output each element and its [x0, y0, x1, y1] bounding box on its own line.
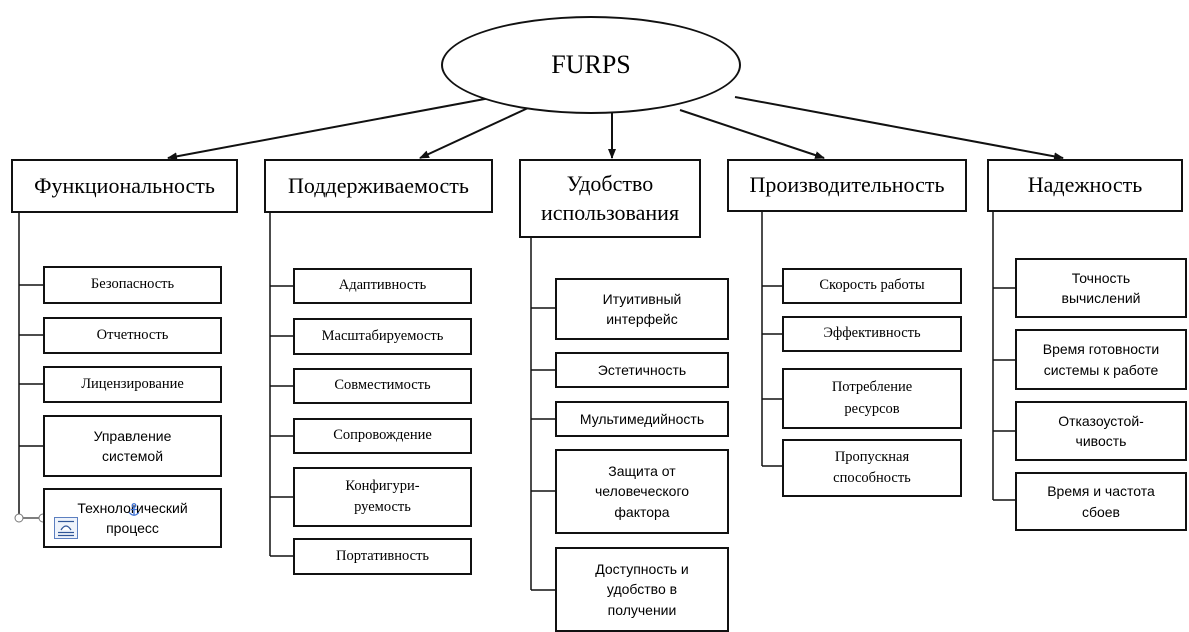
item-efficiency: Эффективность [782, 316, 962, 352]
category-supportability: Поддерживаемость [264, 159, 493, 213]
item-accuracy: Точность вычислений [1015, 258, 1187, 318]
category-functionality: Функциональность [11, 159, 238, 213]
root-label: FURPS [551, 50, 631, 80]
item-licensing: Лицензирование [43, 366, 222, 403]
layout-options-icon[interactable] [54, 517, 78, 539]
category-label: Функциональность [34, 172, 215, 198]
category-performance: Производительность [727, 159, 967, 212]
category-reliability: Надежность [987, 159, 1183, 212]
item-human-factor-protection: Защита от человеческого фактора [555, 449, 729, 534]
category-label: Надежность [1027, 172, 1143, 198]
arrow-reliability [734, 96, 1064, 161]
item-system-management: Управление системой [43, 415, 222, 477]
root-ellipse: FURPS [441, 16, 741, 114]
item-compatibility: Совместимость [293, 368, 472, 404]
item-readiness-time: Время готовности системы к работе [1015, 329, 1187, 390]
resize-handle-icon[interactable] [14, 513, 24, 523]
item-accessibility: Доступность и удобство в получении [555, 547, 729, 632]
item-configurability: Конфигури- руемость [293, 467, 472, 527]
category-label: Производительность [749, 172, 945, 198]
arrow-functionality [167, 97, 491, 161]
arrow-performance [679, 109, 825, 159]
item-multimedia: Мультимедийность [555, 401, 729, 437]
item-scalability: Масштабируемость [293, 318, 472, 355]
category-label: Удобство использования [540, 170, 680, 225]
item-reporting: Отчетность [43, 317, 222, 354]
item-speed: Скорость работы [782, 268, 962, 304]
item-failure-time-frequency: Время и частота сбоев [1015, 472, 1187, 531]
anchor-icon[interactable] [128, 503, 140, 517]
item-throughput: Пропускная способность [782, 439, 962, 497]
category-label: Поддерживаемость [288, 172, 469, 198]
arrow-supportability [419, 107, 529, 159]
item-aesthetics: Эстетичность [555, 352, 729, 388]
category-usability: Удобство использования [519, 159, 701, 238]
item-fault-tolerance: Отказоустой- чивость [1015, 401, 1187, 461]
item-resource-consumption: Потребление ресурсов [782, 368, 962, 429]
item-adaptivity: Адаптивность [293, 268, 472, 304]
item-maintenance: Сопровождение [293, 418, 472, 454]
item-technological-process: Технологический процесс [43, 488, 222, 548]
item-portability: Портативность [293, 538, 472, 575]
item-intuitive-interface: Итуитивный интерфейс [555, 278, 729, 340]
item-security: Безопасность [43, 266, 222, 304]
